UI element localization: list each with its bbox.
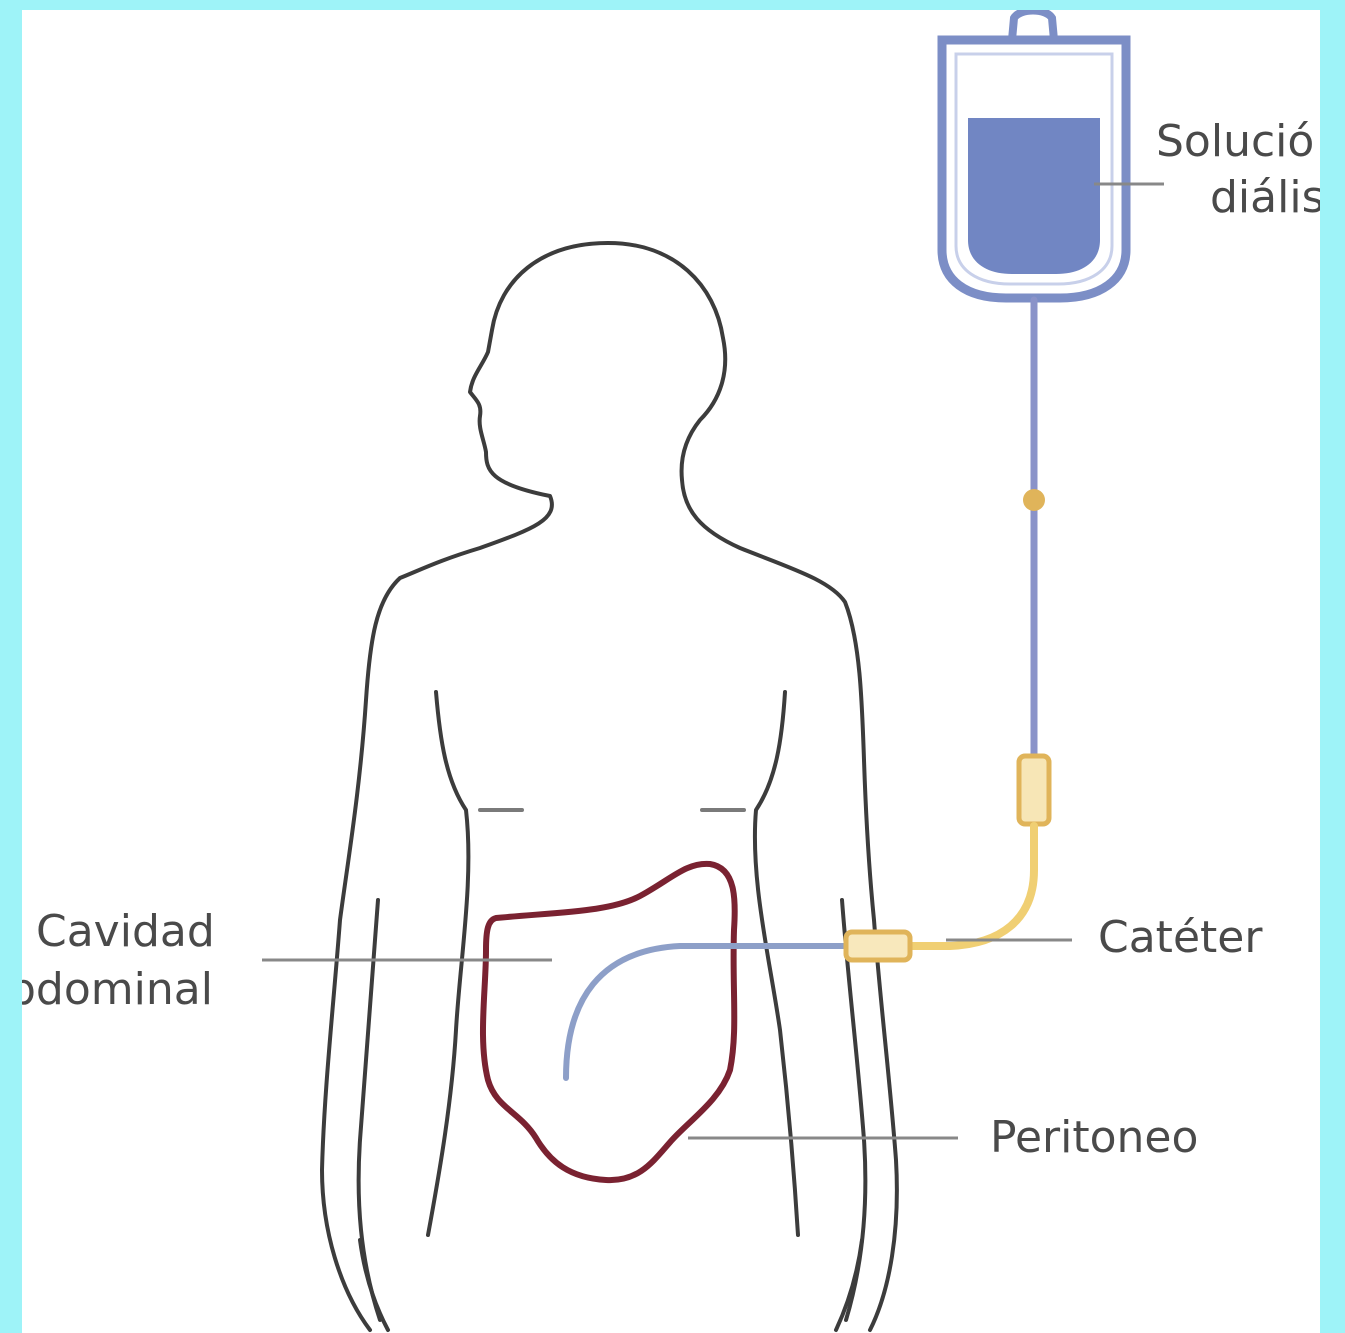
bag-fluid: [968, 118, 1100, 274]
torso-left-line: [428, 692, 468, 1235]
body-right-outline: [608, 243, 897, 1330]
label-solution-line2: diális: [1210, 172, 1320, 223]
dialysis-bag: [942, 11, 1126, 299]
tube-clamp: [1023, 489, 1045, 511]
label-cavity-line1: Cavidad: [36, 906, 215, 957]
torso-right-line: [755, 692, 798, 1235]
catheter-exit-site: [846, 932, 910, 960]
label-peritoneum: Peritoneo: [990, 1112, 1198, 1163]
peritoneal-dialysis-diagram: Solució diális Cavidad bdominal Catéter …: [22, 10, 1320, 1333]
right-forearm-line: [842, 900, 865, 1320]
label-cavity-line2: bdominal: [22, 964, 213, 1015]
tube-connector: [1019, 756, 1049, 824]
label-solution-line1: Solució: [1156, 116, 1314, 167]
human-body-outline: [322, 243, 897, 1330]
dialysis-tube: [910, 300, 1049, 946]
tube-lower: [910, 826, 1034, 946]
peritoneum-outline: [483, 864, 735, 1180]
label-catheter: Catéter: [1098, 912, 1263, 963]
catheter-inside-abdomen: [566, 946, 846, 1078]
image-frame: Solució diális Cavidad bdominal Catéter …: [22, 10, 1320, 1333]
leader-lines: [262, 184, 1164, 1138]
